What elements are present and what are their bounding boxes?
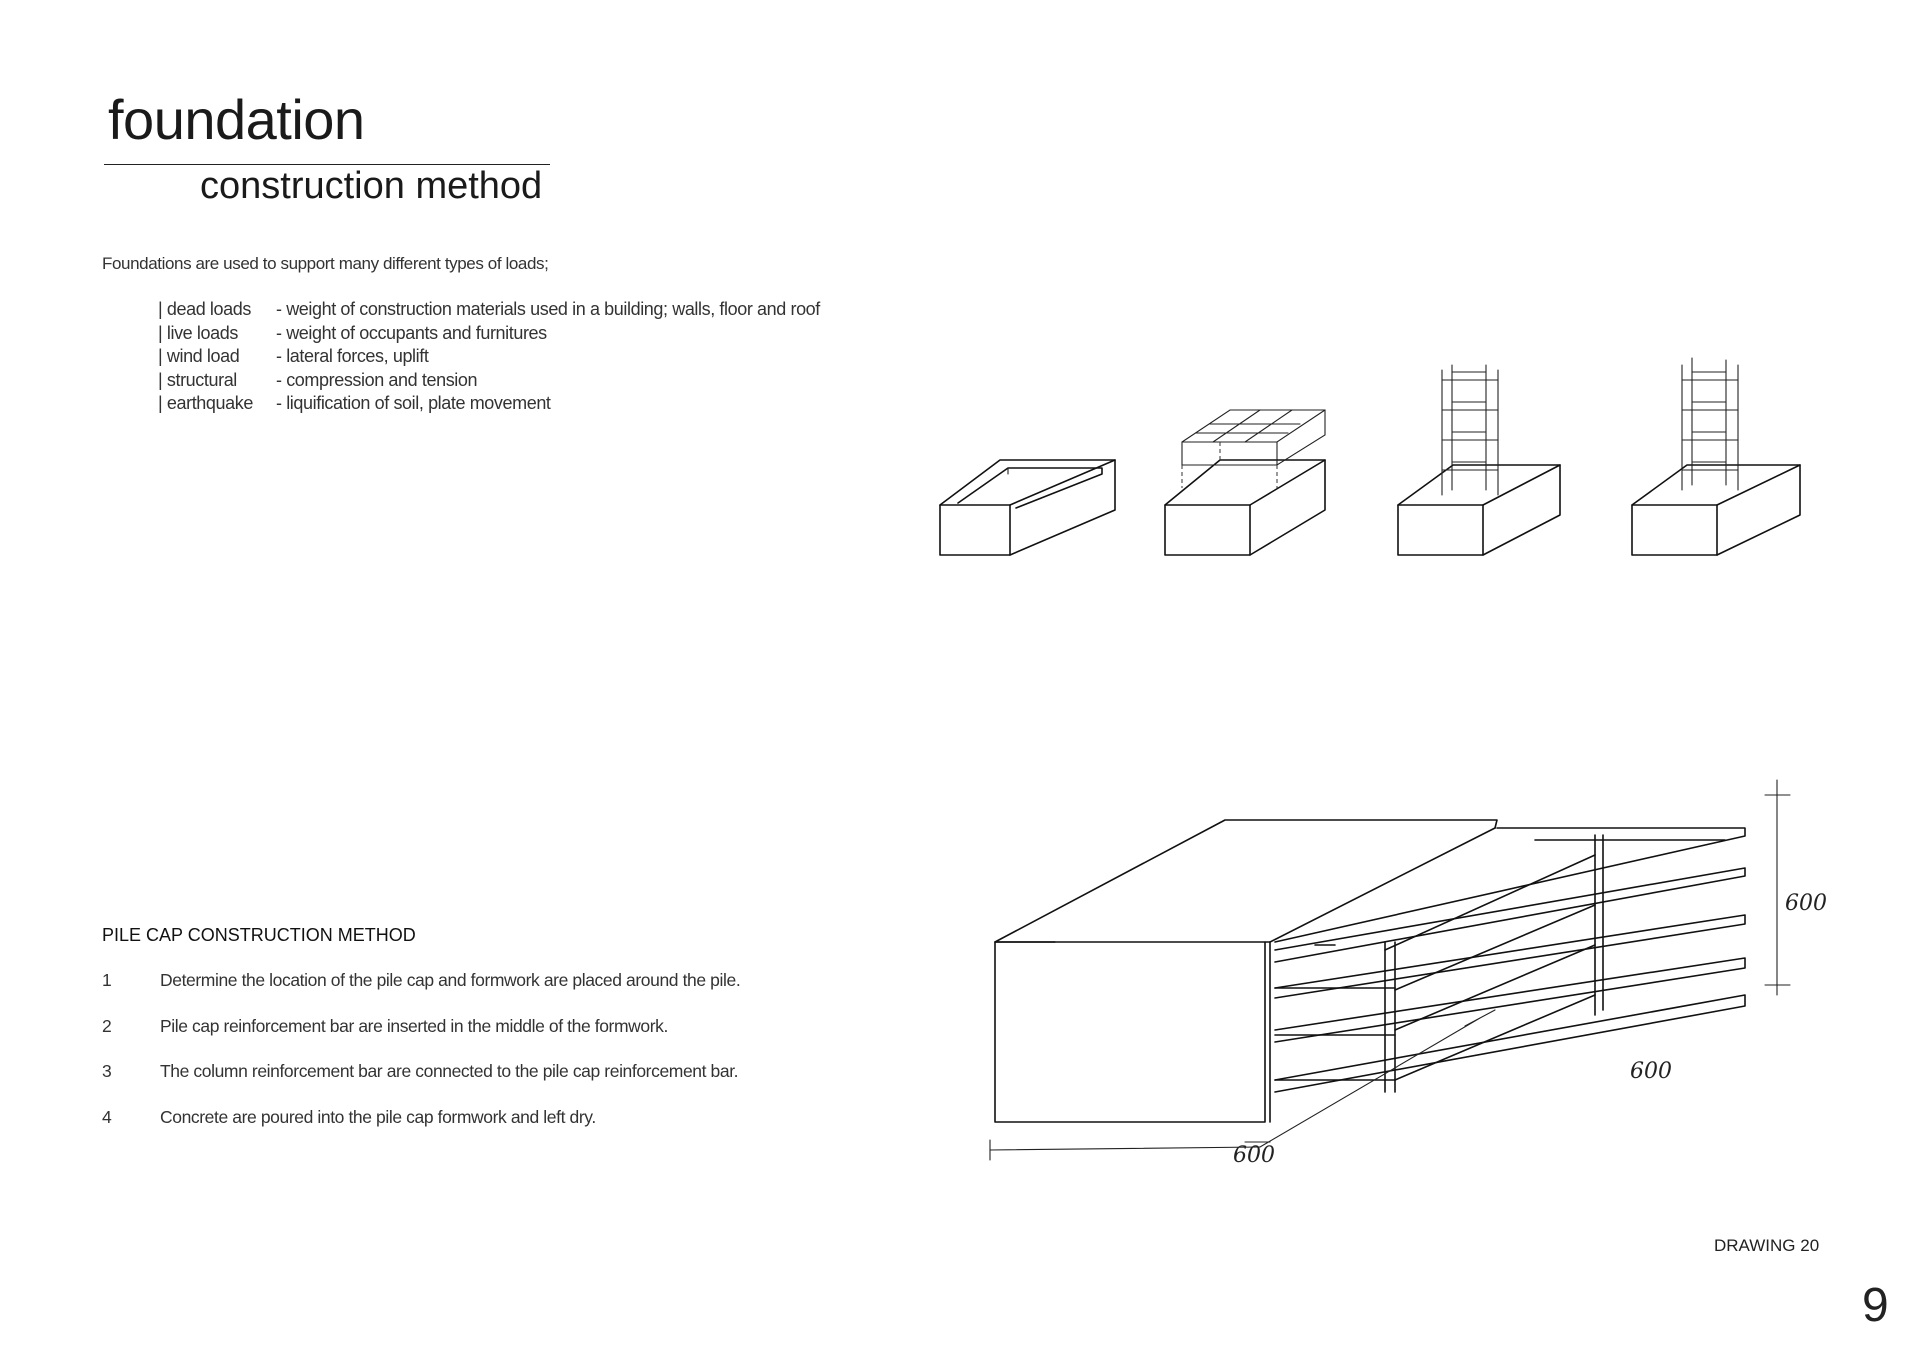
list-item: 1 Determine the location of the pile cap … [102, 970, 741, 1016]
page-title: foundation [108, 88, 365, 151]
stage-mesh-inserted [1164, 409, 1326, 556]
list-item: 4 Concrete are poured into the pile cap f… [102, 1107, 740, 1153]
load-description: - lateral forces, uplift [276, 346, 429, 366]
list-item: | wind load - lateral forces, uplift [158, 345, 820, 369]
stage-formwork [939, 459, 1116, 556]
construction-sequence-illustration [939, 357, 1801, 556]
page-number: 9 [1862, 1279, 1889, 1332]
list-item: | structural - compression and tension [158, 369, 820, 393]
step-number: 1 [102, 970, 112, 990]
step-text: Determine the location of the pile cap a… [160, 970, 741, 990]
dimension-lines [989, 779, 1791, 1161]
load-name: | live loads [158, 322, 238, 343]
step-number: 4 [102, 1106, 112, 1127]
steps-list: 1 Determine the location of the pile cap … [102, 970, 741, 1153]
stage-column-bars [1397, 364, 1561, 556]
load-name: | dead loads [158, 299, 251, 319]
depth-dimension-label: 600 [1630, 1059, 1672, 1084]
stage-concrete-poured [1631, 357, 1801, 556]
list-item: | live loads - weight of occupants and fu… [158, 322, 820, 346]
list-item: | dead loads - weight of construction mat… [158, 298, 820, 322]
loads-list: | dead loads - weight of construction mat… [158, 298, 820, 416]
pile-cap-drawing: 600 600 600 [989, 779, 1827, 1168]
width-dimension-label: 600 [1233, 1143, 1275, 1168]
list-item: 3 The column reinforcement bar are connec… [102, 1061, 740, 1107]
step-text: Pile cap reinforcement bar are inserted … [160, 1015, 668, 1036]
load-name: | earthquake [158, 393, 253, 413]
load-name: | structural [158, 369, 237, 390]
title-divider [104, 164, 550, 165]
drawing-caption: DRAWING 20 [1714, 1236, 1820, 1255]
step-number: 2 [102, 1015, 112, 1036]
reinforcement-cage [1274, 827, 1746, 1093]
step-text: The column reinforcement bar are connect… [160, 1061, 739, 1081]
step-text: Concrete are poured into the pile cap fo… [160, 1106, 596, 1127]
page-subtitle: construction method [200, 165, 543, 207]
method-heading: PILE CAP CONSTRUCTION METHOD [102, 925, 416, 945]
load-description: - weight of occupants and furnitures [276, 322, 547, 343]
list-item: 2 Pile cap reinforcement bar are inserted… [102, 1016, 740, 1062]
step-number: 3 [102, 1061, 112, 1081]
height-dimension-label: 600 [1785, 891, 1827, 916]
load-description: - liquification of soil, plate movement [276, 393, 551, 413]
load-description: - weight of construction materials used … [276, 299, 820, 319]
load-description: - compression and tension [276, 369, 478, 390]
list-item: | earthquake - liquification of soil, pla… [158, 392, 820, 416]
intro-text: Foundations are used to support many dif… [102, 254, 549, 273]
load-name: | wind load [158, 346, 240, 366]
